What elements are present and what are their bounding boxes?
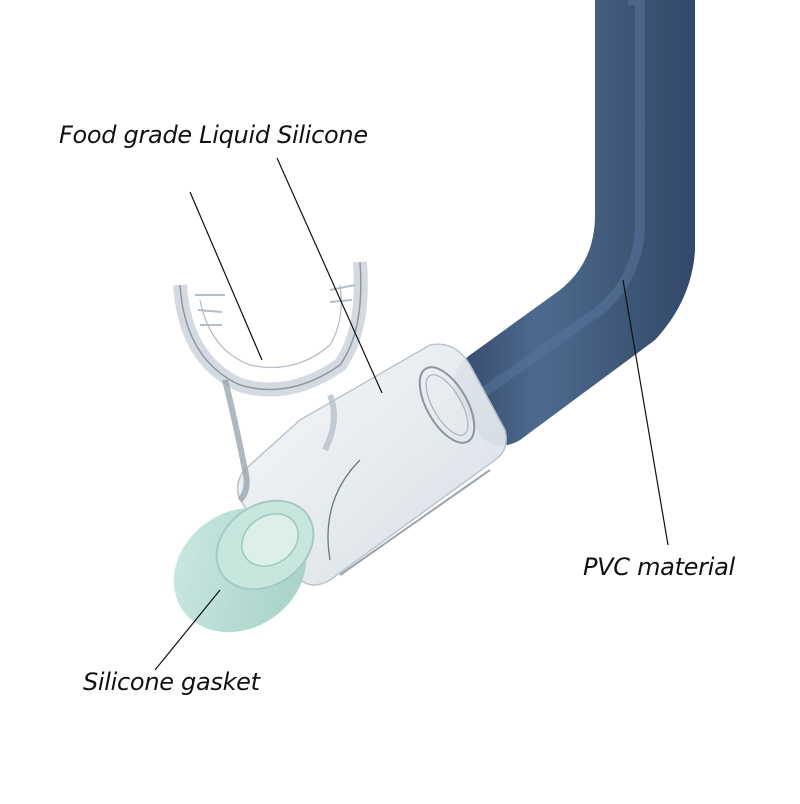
pvc-tube — [453, 0, 695, 446]
label-pvc-material: PVC material — [583, 553, 735, 581]
silicone-gasket-part — [173, 499, 315, 633]
leader-line-silicone-left — [189, 191, 263, 361]
leader-line-gasket — [154, 589, 221, 671]
leader-line-silicone-right — [276, 157, 383, 394]
mouthpiece — [173, 261, 368, 503]
leader-lines — [154, 157, 669, 671]
label-silicone-gasket: Silicone gasket — [83, 668, 260, 696]
label-food-grade-silicone: Food grade Liquid Silicone — [59, 121, 368, 149]
leader-line-pvc — [622, 279, 669, 546]
